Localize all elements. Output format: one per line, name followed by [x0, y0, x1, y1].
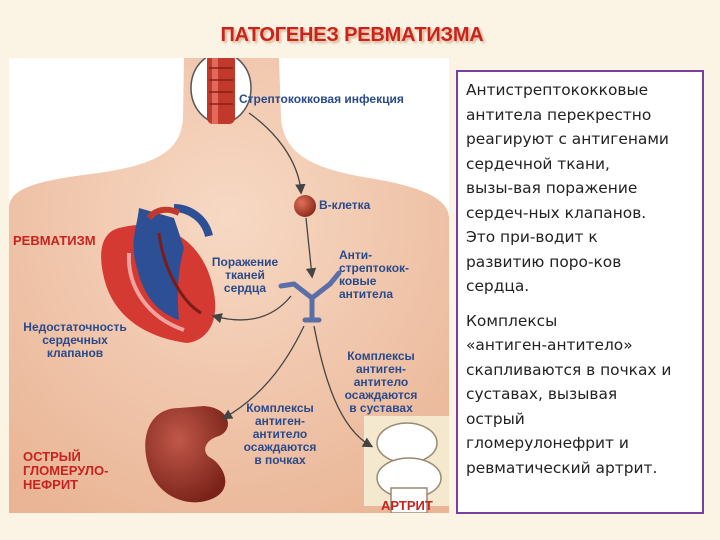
explanation-textbox: Антистрептококковые антитела перекрестно… — [456, 70, 704, 514]
label-rheumatism: РЕВМАТИЗМ — [13, 234, 96, 248]
label-b-cell: В-клетка — [319, 199, 370, 212]
b-cell-icon — [294, 195, 316, 217]
throat-icon — [191, 58, 251, 124]
paragraph-2: Комплексы «антиген-антитело» скапливаютс… — [466, 309, 696, 481]
pathogenesis-figure: Стрептококковая инфекция В-клетка РЕВМАТ… — [9, 58, 449, 513]
label-strep-infection: Стрептококковая инфекция — [239, 93, 404, 106]
page-title: ПАТОГЕНЕЗ РЕВМАТИЗМА — [0, 24, 720, 47]
label-arthritis: АРТРИТ — [381, 499, 433, 513]
paragraph-1: Антистрептококковые антитела перекрестно… — [466, 78, 696, 299]
